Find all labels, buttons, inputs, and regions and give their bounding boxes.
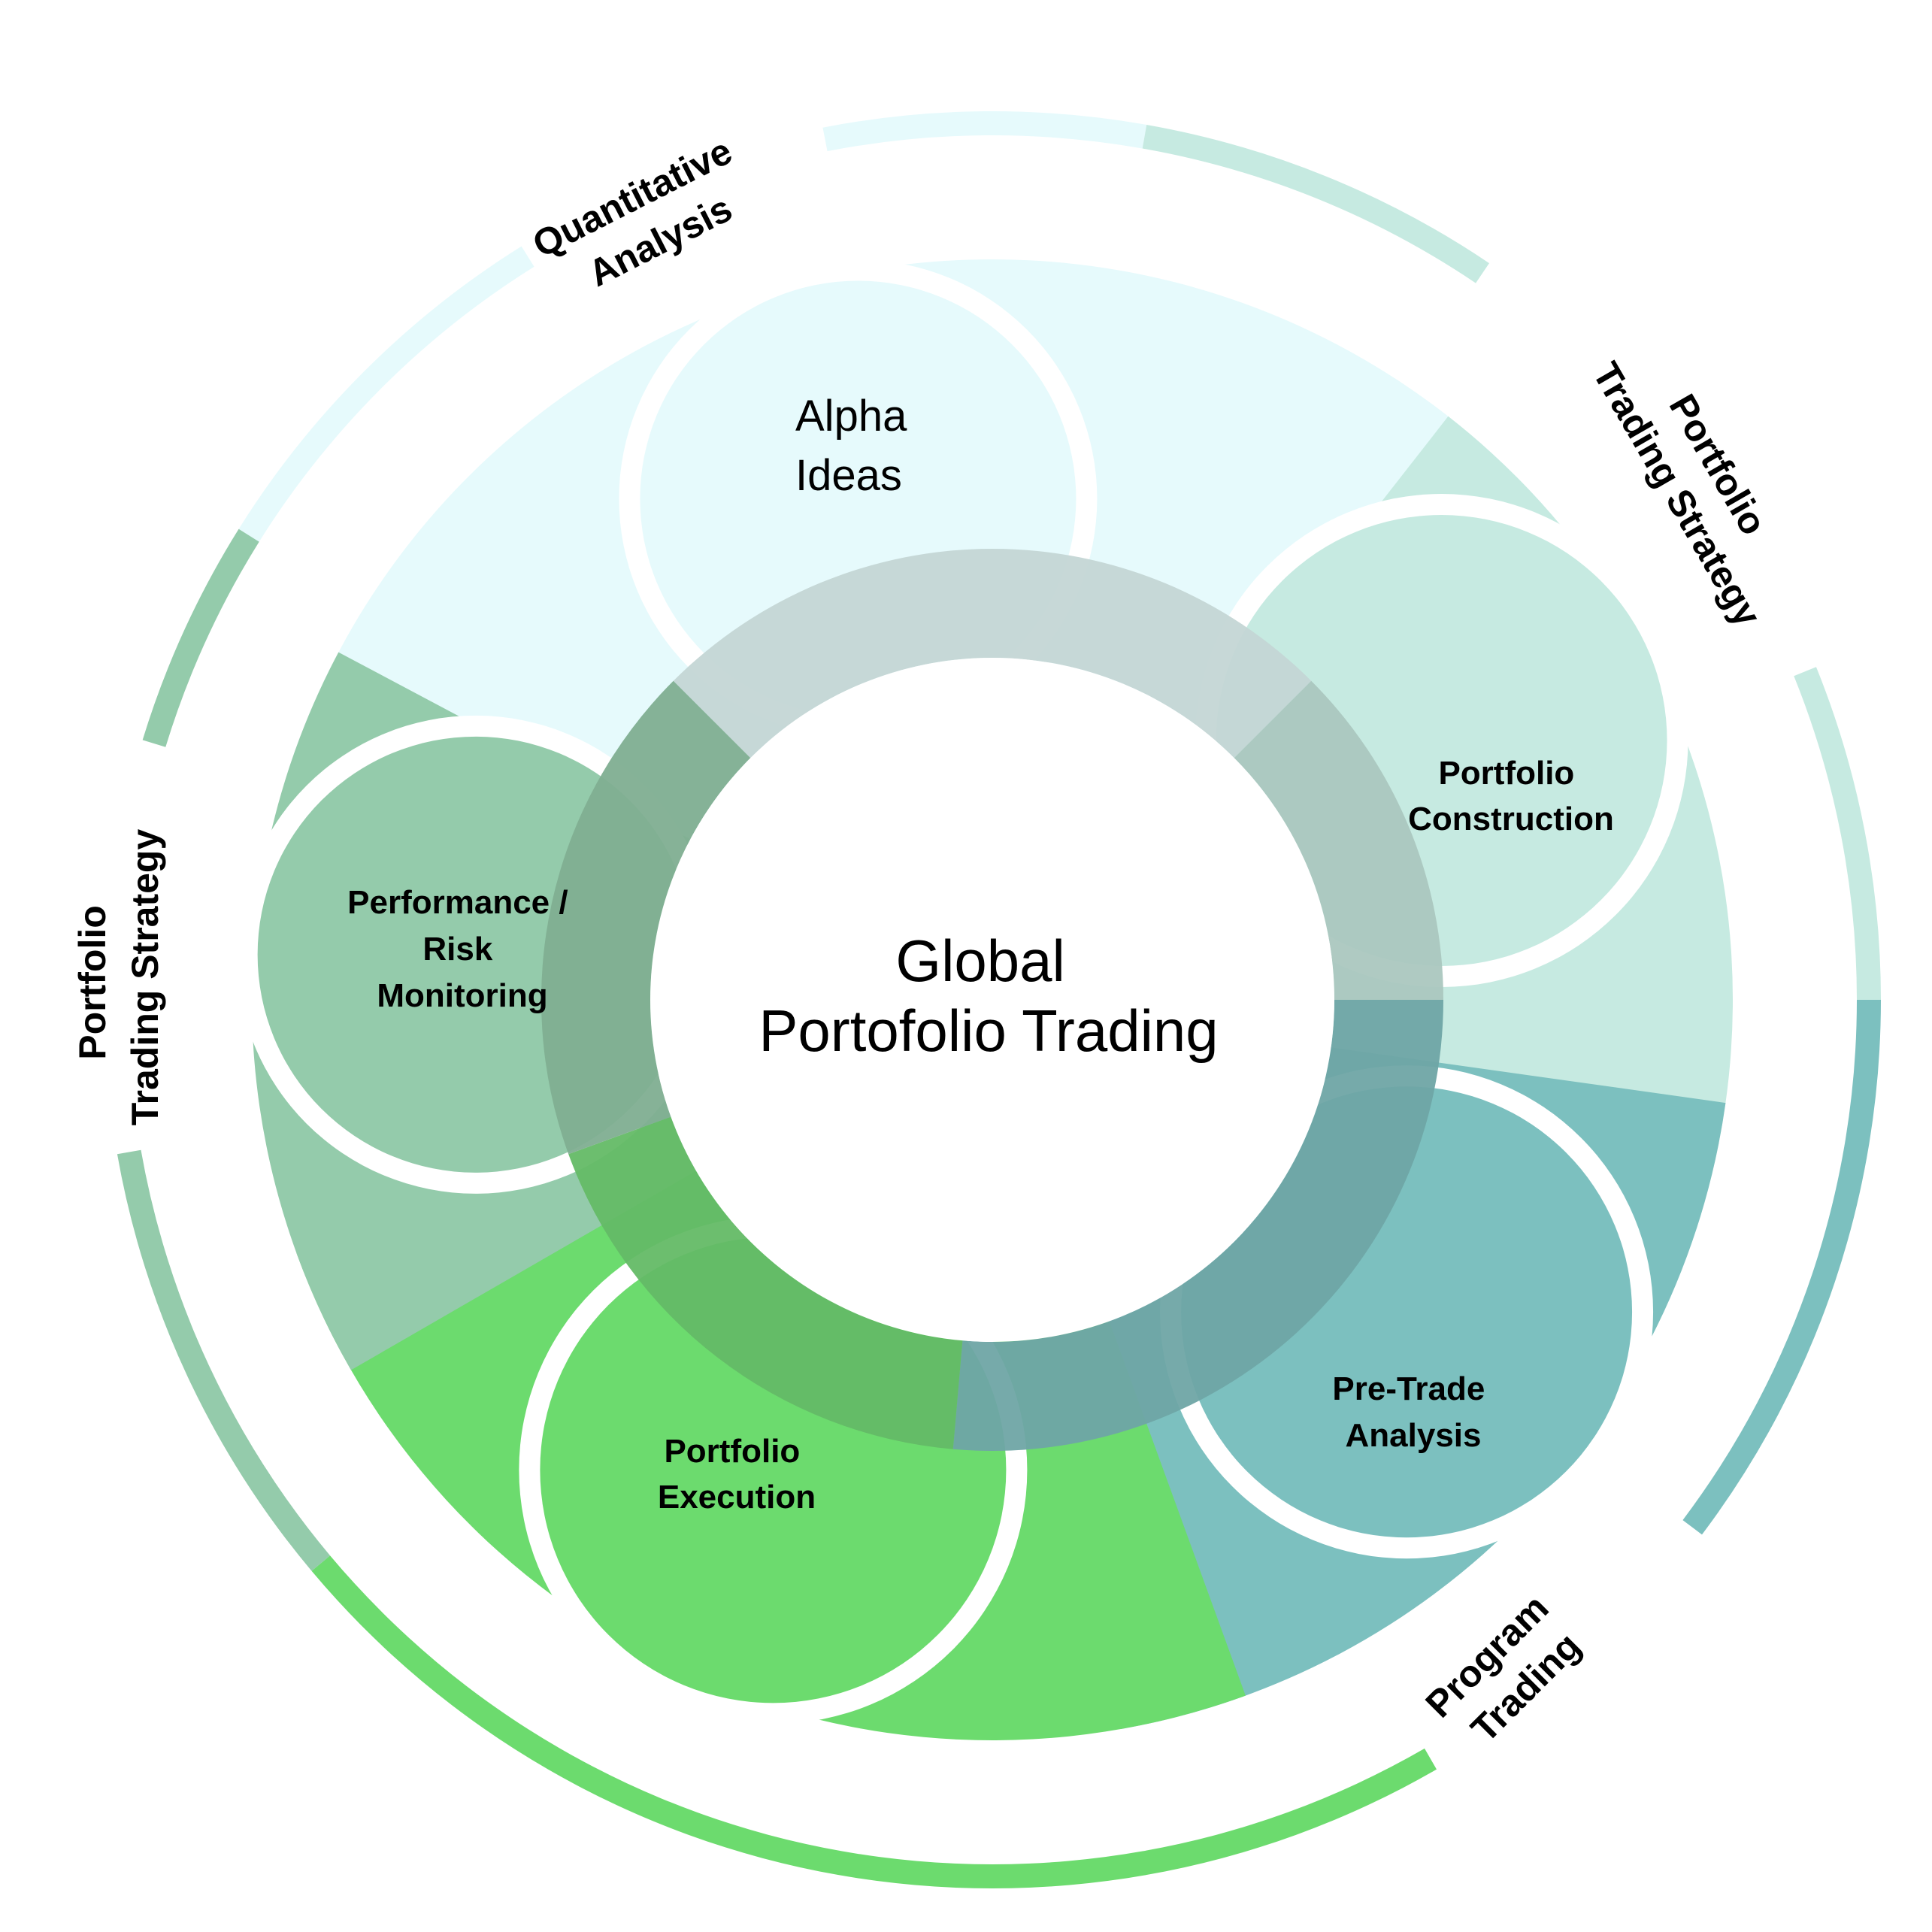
outer-arc-construction-top <box>1142 124 1489 283</box>
inner-ring-execution <box>568 1116 963 1449</box>
center-title-line2: Portofolio Trading <box>759 998 1218 1064</box>
outer-arc-alpha-upperleft <box>238 246 534 542</box>
inner-ring <box>541 549 1443 1451</box>
outer-arc-pretrade-right <box>1682 1000 1881 1535</box>
segment-label-portfolio-execution: Portfolio Execution <box>658 1433 816 1516</box>
outer-arc-monitoring-upperleft <box>142 528 259 747</box>
segment-label-portfolio-construction: Portfolio Construction <box>1408 755 1614 837</box>
segment-label-alpha-ideas: Alpha Ideas <box>795 392 919 500</box>
outer-ring <box>117 111 1881 1888</box>
outer-label-program-trading: Program Trading <box>1418 1579 1599 1761</box>
center-title: Global Portofolio Trading <box>759 928 1218 1064</box>
outer-arc-construction-right <box>1794 667 1881 1000</box>
inner-ring-construction <box>1234 680 1443 1000</box>
inner-ring-alpha <box>673 549 1312 759</box>
outer-arc-alpha-top <box>822 111 1147 152</box>
segment-label-pre-trade-analysis: Pre-Trade Analysis <box>1332 1370 1494 1454</box>
outer-label-quantitative-analysis: Quantitative Analysis <box>526 125 771 311</box>
segment-label-performance-risk-monitoring: Performance / Risk Monitoring <box>347 884 577 1014</box>
outer-label-portfolio-trading-strategy-left: Portfolio Trading Strategy <box>71 829 166 1126</box>
inner-ring-pretrade <box>952 1000 1443 1451</box>
outer-arc-monitoring-left <box>117 1149 331 1571</box>
center-title-line1: Global <box>895 928 1064 994</box>
center-disc <box>650 658 1334 1342</box>
inner-ring-monitoring <box>541 680 751 1155</box>
